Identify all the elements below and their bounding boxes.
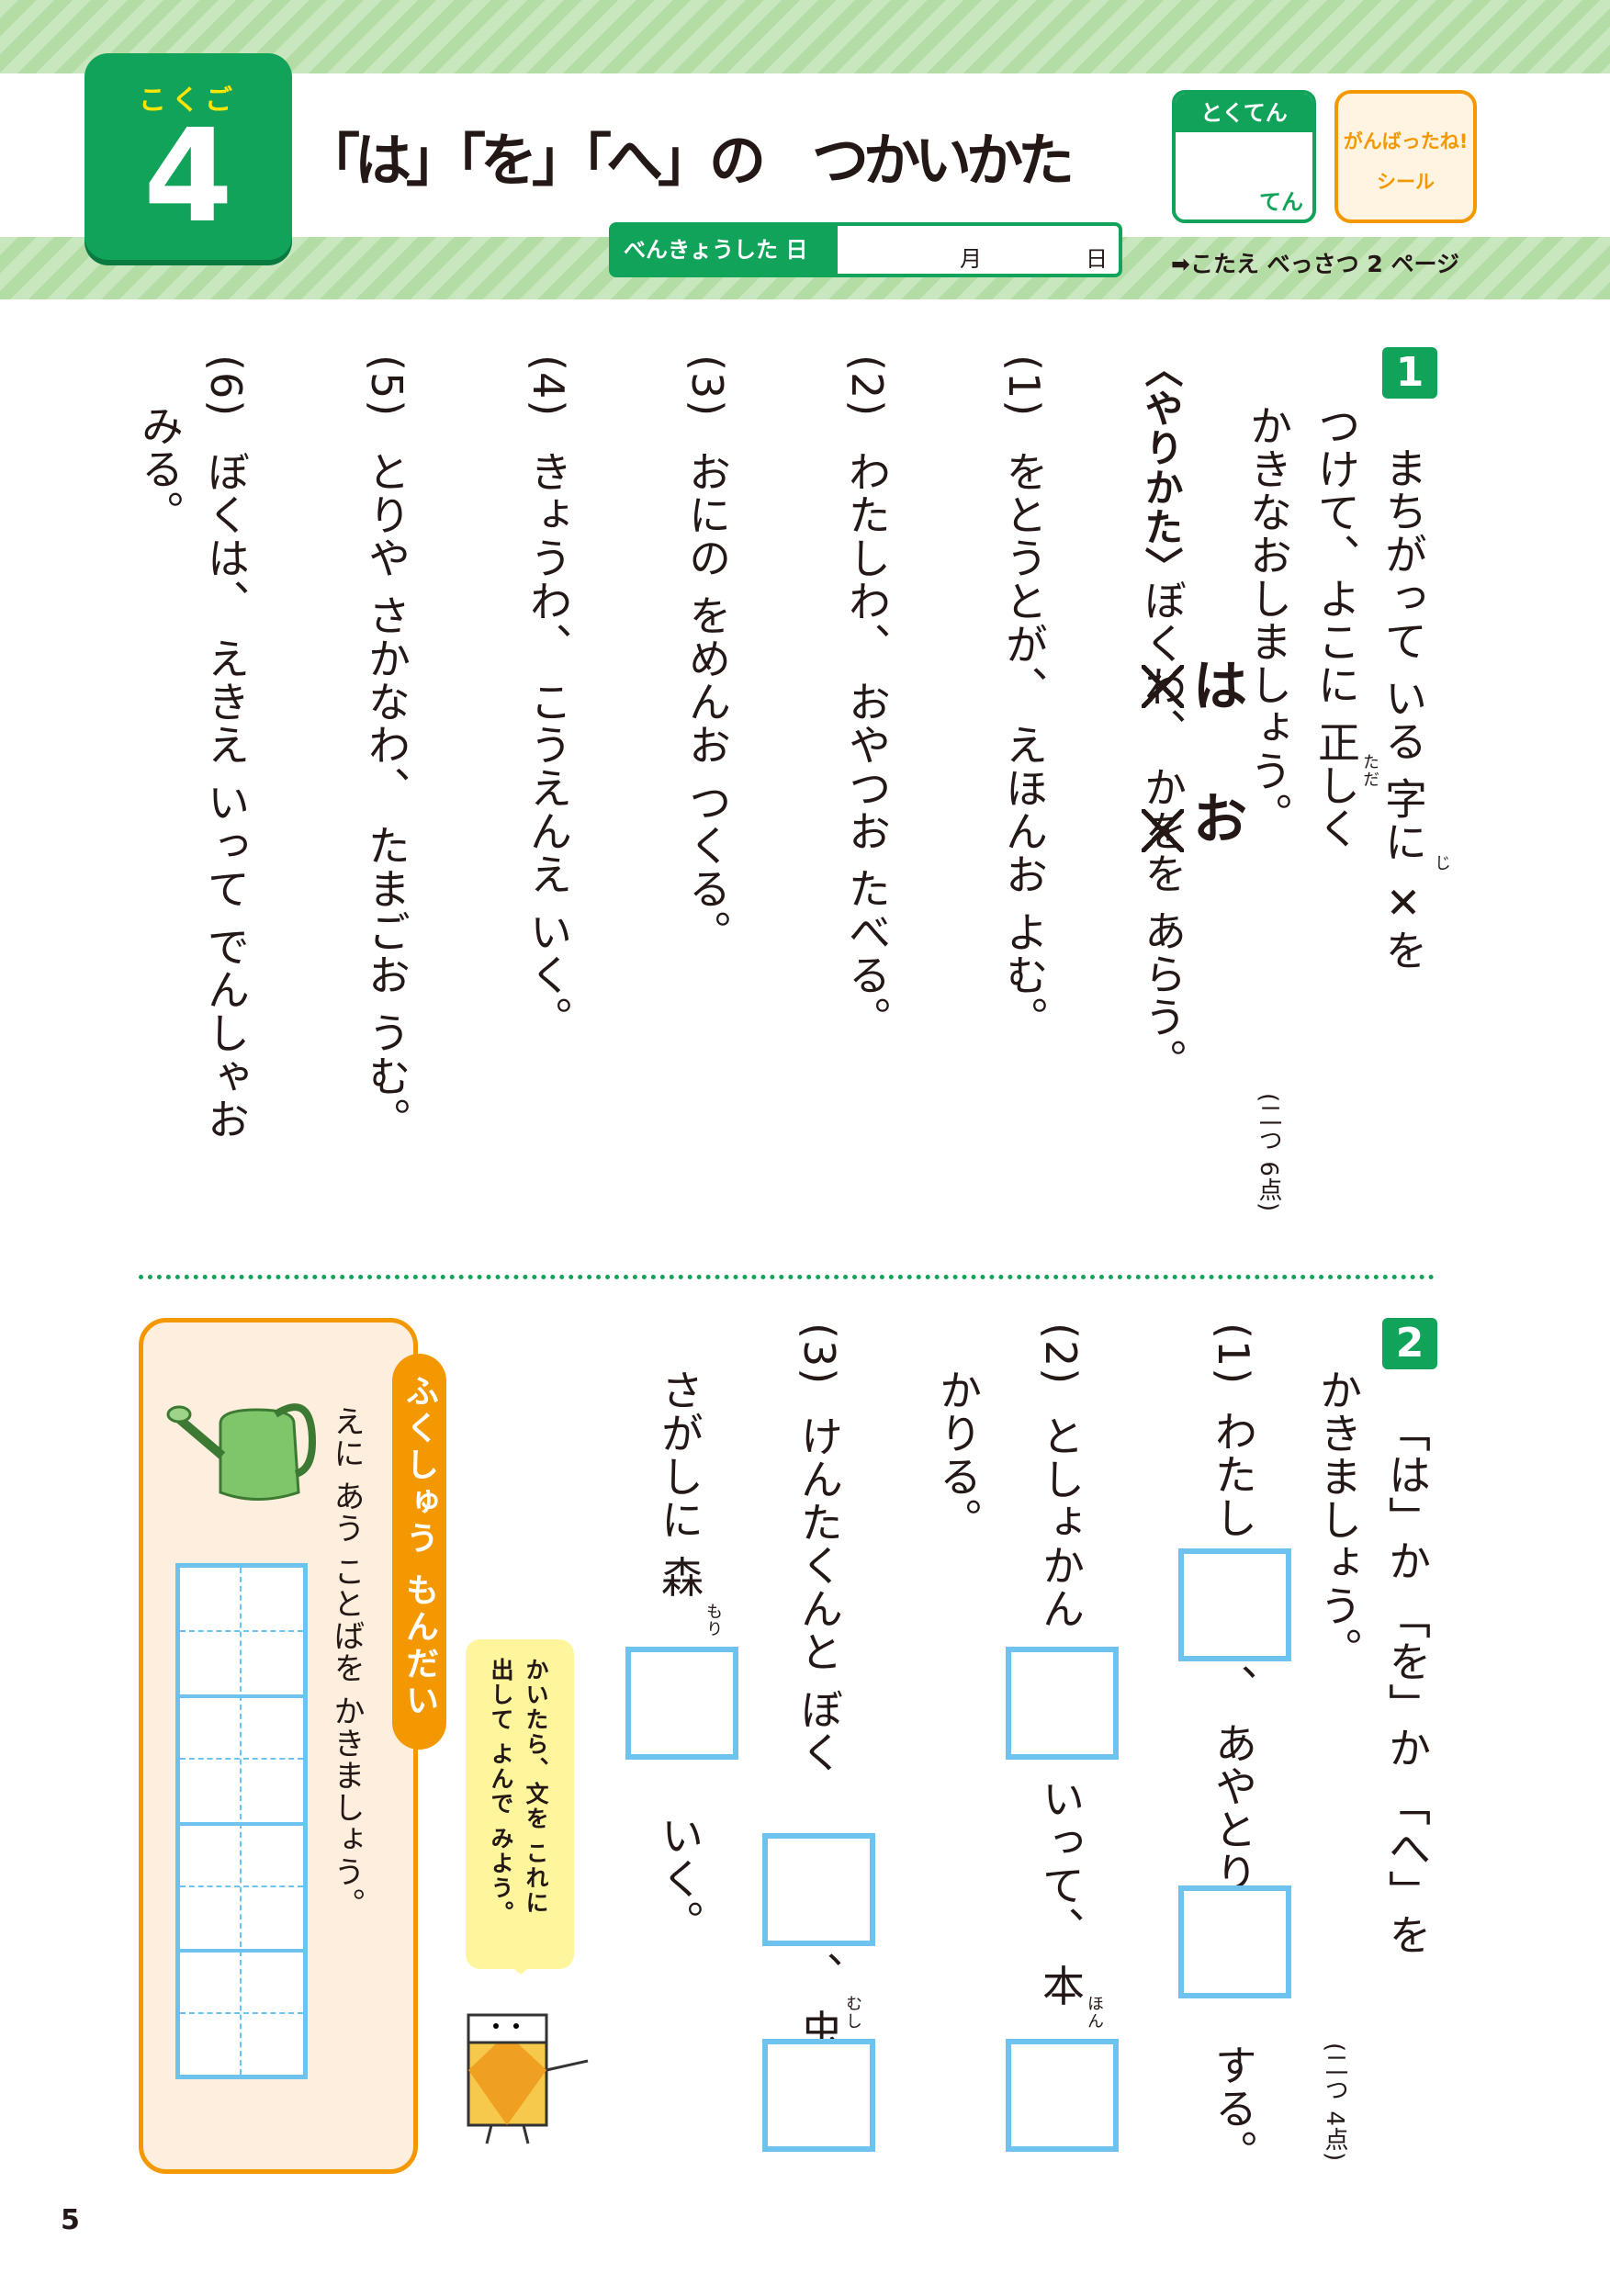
fill-2-b: いって、 本 bbox=[1036, 1777, 1086, 2008]
date-label: べんきょうした 日 bbox=[613, 226, 838, 274]
sticker-line1: がんばったね! bbox=[1343, 130, 1469, 152]
example-sentence: ぼくわ、 かをを あらう。 bbox=[1138, 579, 1188, 1083]
study-date-field[interactable]: べんきょうした 日 月 日 bbox=[609, 222, 1122, 277]
section-divider bbox=[139, 1275, 1435, 1279]
crossed-char: わ bbox=[1138, 665, 1188, 708]
sticker-line2: シール bbox=[1377, 171, 1435, 193]
ruby-mori: もり bbox=[704, 1603, 723, 1638]
fill-3-c: さがしに 森 bbox=[655, 1368, 704, 1599]
section2-points: (二つ 4点) bbox=[1321, 2043, 1348, 2163]
example-fix-2: お bbox=[1183, 790, 1247, 846]
fill-1-num: (1) bbox=[1209, 1322, 1258, 1386]
answer-box[interactable] bbox=[1006, 1647, 1119, 1760]
bubble-line1: かいたら、文を これに bbox=[523, 1658, 549, 1916]
unit-badge: こくご 4 bbox=[84, 53, 292, 260]
fill-3-d: いく。 bbox=[655, 1814, 704, 1943]
fill-1-b: 、 あやとり bbox=[1209, 1664, 1258, 1895]
section1-number: 1 bbox=[1382, 347, 1437, 399]
question-3: (3)おにの をめんお つくる。 bbox=[682, 355, 732, 954]
ruby-hon: ほん bbox=[1085, 1995, 1104, 2030]
review-instruction: えに あう ことばを かきましょう。 bbox=[328, 1405, 365, 1920]
question-2: (2)わたしわ、 おやつお たべる。 bbox=[842, 355, 892, 1041]
fill-2-a: としょかん bbox=[1036, 1414, 1086, 1630]
question-5: (5)とりや さかなわ、 たまごお うむ。 bbox=[362, 355, 411, 1142]
example-fix-1: は bbox=[1183, 657, 1247, 713]
fill-2-num: (2) bbox=[1036, 1322, 1086, 1386]
score-unit: てん bbox=[1259, 189, 1303, 215]
section2-number: 2 bbox=[1382, 1318, 1437, 1369]
bubble-line2: 出して よんで みよう。 bbox=[488, 1658, 514, 1926]
sticker-box: がんばったね! シール bbox=[1334, 90, 1477, 223]
fill-1-c: する。 bbox=[1209, 2043, 1258, 2173]
page-number: 5 bbox=[61, 2204, 80, 2236]
month-label: 月 bbox=[960, 246, 982, 272]
ruby-ji: じ bbox=[1432, 854, 1451, 872]
fill-2-c: かりる。 bbox=[933, 1368, 983, 1541]
day-label: 日 bbox=[1086, 246, 1108, 272]
section1-instruction-1: まちがって いる 字に ✕を bbox=[1379, 446, 1428, 972]
page-title: 「は」「を」「へ」の つかいかた bbox=[303, 127, 1075, 194]
answer-box[interactable] bbox=[625, 1647, 738, 1760]
section1-points: (二つ 6点) bbox=[1255, 1093, 1282, 1213]
ruby-tada: ただ bbox=[1360, 753, 1379, 788]
example-label: 〈やりかた〉 bbox=[1139, 349, 1184, 586]
fill-3-b: 、 虫 bbox=[794, 1952, 844, 2053]
question-6: (6)ぼくは、 えきえ いって でんしゃお bbox=[201, 355, 251, 1142]
section1-instruction-3: かきなおしましょう。 bbox=[1244, 404, 1293, 836]
section2-instruction-2: かきましょう。 bbox=[1313, 1368, 1363, 1671]
eraser-character-icon bbox=[467, 2013, 589, 2144]
subject-label: こくご bbox=[139, 84, 238, 117]
score-label: とくてん bbox=[1176, 94, 1312, 132]
ruby-mushi: むし bbox=[843, 1995, 862, 2030]
section2-instruction-1: 「は」か 「を」か 「へ」を bbox=[1382, 1410, 1432, 1957]
answer-box[interactable] bbox=[1178, 1548, 1291, 1661]
answer-reference: ➡こたえ べっさつ 2 ページ bbox=[1171, 251, 1459, 277]
fill-1-a: わたし bbox=[1209, 1410, 1258, 1539]
review-tab: ふくしゅう もんだい bbox=[392, 1354, 446, 1750]
speech-bubble: かいたら、文を これに 出して よんで みよう。 bbox=[466, 1639, 574, 1975]
fill-3-a: けんたくんと ぼく bbox=[794, 1414, 844, 1774]
answer-box[interactable] bbox=[762, 1833, 875, 1946]
fill-3-num: (3) bbox=[794, 1322, 844, 1386]
score-box: とくてん てん bbox=[1172, 90, 1316, 223]
question-4: (4)きょうわ、 こうえんえ いく。 bbox=[524, 355, 573, 1041]
unit-number: 4 bbox=[143, 102, 233, 252]
section1-instruction-2: つけて、よこに 正しく bbox=[1312, 404, 1361, 850]
watering-can-icon bbox=[166, 1403, 317, 1501]
answer-box[interactable] bbox=[1006, 2039, 1119, 2152]
crossed-char: を bbox=[1138, 808, 1188, 852]
question-1: (1)をとうとが、 えほんお よむ。 bbox=[999, 355, 1049, 1041]
answer-box[interactable] bbox=[762, 2039, 875, 2152]
writing-grid[interactable] bbox=[175, 1563, 308, 2079]
answer-box[interactable] bbox=[1178, 1885, 1291, 1998]
question-6-cont: みる。 bbox=[135, 404, 185, 534]
